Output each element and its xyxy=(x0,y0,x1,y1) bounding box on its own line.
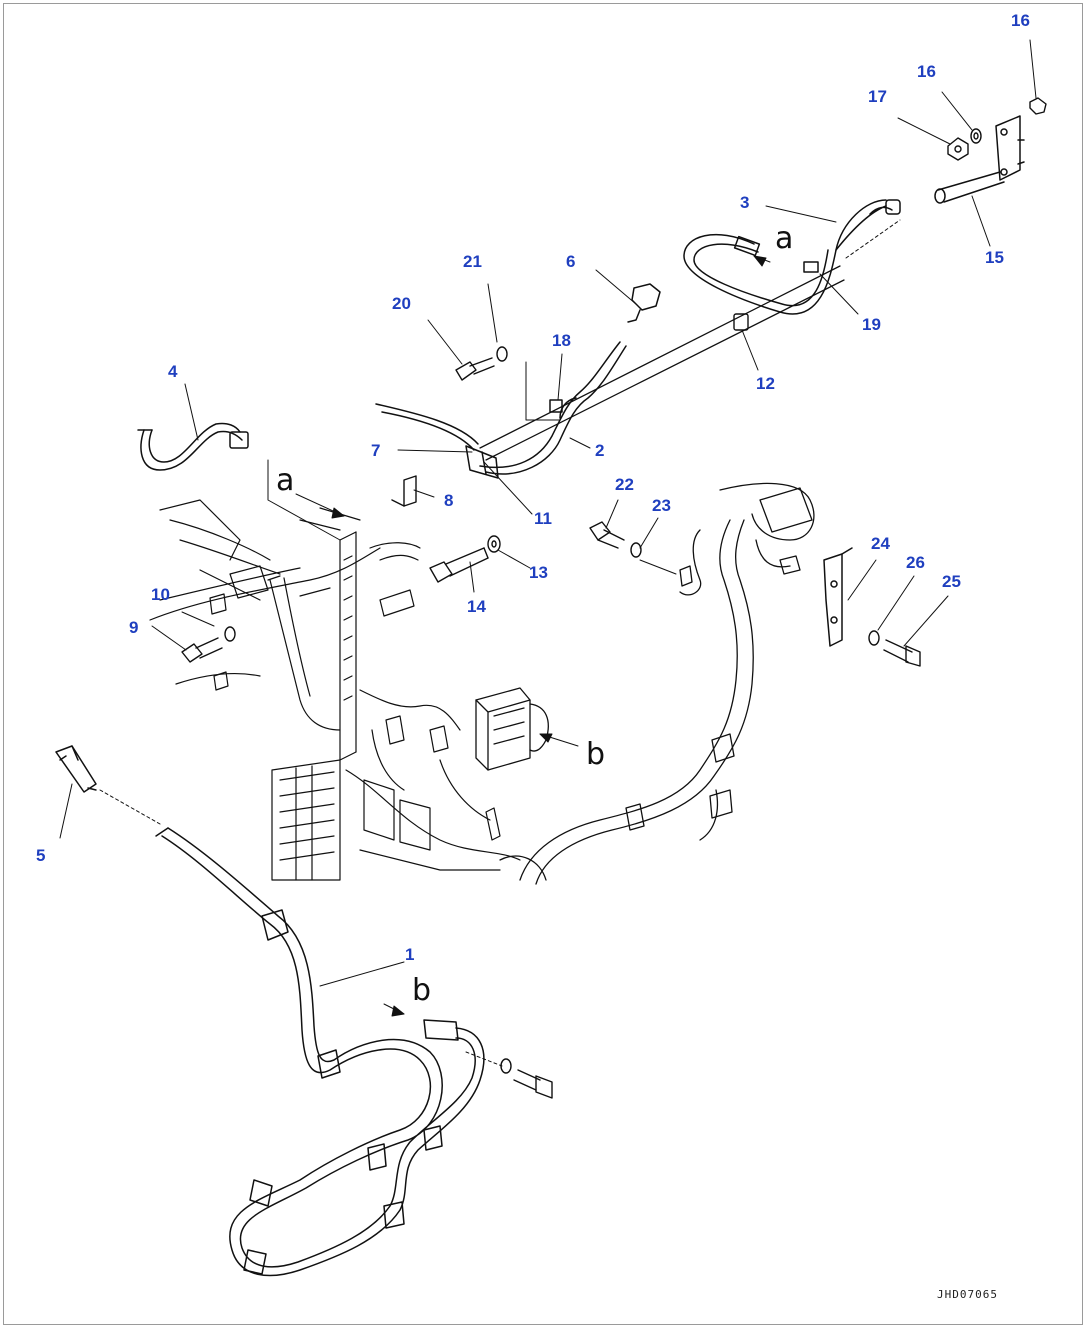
callout-10: 10 xyxy=(151,585,170,604)
harness-4 xyxy=(137,422,249,471)
leader-lines xyxy=(59,39,1037,987)
washer-21 xyxy=(496,346,508,362)
bolt-25 xyxy=(883,639,921,667)
bolt-b xyxy=(500,1058,553,1099)
bracket-24 xyxy=(823,547,853,647)
callout-12: 12 xyxy=(756,374,775,393)
callout-9: 9 xyxy=(129,618,139,637)
right-harness xyxy=(499,482,815,885)
cab-framework xyxy=(149,499,421,761)
callout-2: 2 xyxy=(595,441,605,460)
harness-3 xyxy=(683,199,901,315)
bolt-14 xyxy=(429,547,489,583)
washer-23 xyxy=(630,542,642,558)
callout-5: 5 xyxy=(36,846,46,865)
callout-18: 18 xyxy=(552,331,571,350)
washer-10 xyxy=(224,626,236,642)
callout-14: 14 xyxy=(467,597,486,616)
callout-4: 4 xyxy=(168,362,178,381)
nut-17 xyxy=(947,137,969,161)
ref-a-left: a xyxy=(276,463,295,498)
ref-b-harness: b xyxy=(412,973,432,1008)
ref-b-relay: b xyxy=(586,737,606,772)
callout-3: 3 xyxy=(740,193,750,212)
washer-26 xyxy=(868,630,880,646)
nut-16b xyxy=(1029,97,1047,115)
fuse-box xyxy=(271,689,521,881)
callout-25: 25 xyxy=(942,572,961,591)
ref-arrows xyxy=(99,219,901,1067)
callout-6: 6 xyxy=(566,252,576,271)
bolt-20 xyxy=(455,357,495,381)
drawing-code: JHD07065 xyxy=(937,1288,998,1301)
callout-7: 7 xyxy=(371,441,381,460)
callout-13: 13 xyxy=(529,563,548,582)
connector-5 xyxy=(55,745,97,793)
callout-19: 19 xyxy=(862,315,881,334)
callout-22: 22 xyxy=(615,475,634,494)
callout-11: 11 xyxy=(534,509,552,528)
main-harness-straight xyxy=(479,265,845,461)
clamp-12 xyxy=(733,313,749,331)
bracket-8 xyxy=(391,475,417,507)
callout-23: 23 xyxy=(652,496,671,515)
callout-15: 15 xyxy=(985,248,1004,267)
mounting-pipe xyxy=(934,115,1025,204)
callout-24: 24 xyxy=(871,534,890,553)
ref-a-top: a xyxy=(775,221,794,256)
callout-8: 8 xyxy=(444,491,454,510)
bolt-22 xyxy=(589,521,625,549)
washer-16a xyxy=(970,128,982,144)
callout-17: 17 xyxy=(868,87,887,106)
callout-21: 21 xyxy=(463,252,482,271)
callout-1: 1 xyxy=(405,945,415,964)
callout-16: 16 xyxy=(917,62,936,81)
washer-13 xyxy=(487,535,501,553)
bolt-9 xyxy=(181,637,223,663)
clamp-7-11 xyxy=(465,445,499,479)
callout-16-top: 16 xyxy=(1011,11,1030,30)
connector-6 xyxy=(627,283,661,323)
relay-b xyxy=(475,687,549,771)
callout-20: 20 xyxy=(392,294,411,313)
drawing-frame xyxy=(3,3,1083,1325)
harness-1 xyxy=(155,827,485,1277)
callout-26: 26 xyxy=(906,553,925,572)
